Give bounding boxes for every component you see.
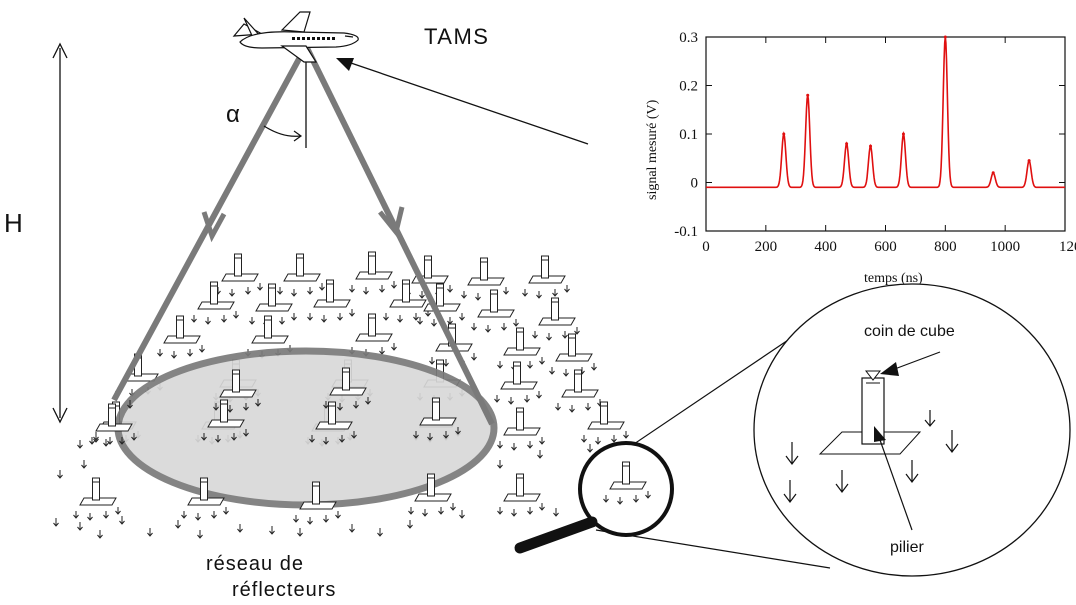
beam-footprint — [114, 347, 498, 509]
signal-peak-5 — [901, 132, 905, 136]
zoom-connector-lines — [595, 331, 831, 569]
magnifier-icon — [514, 441, 674, 554]
airplane-icon — [232, 11, 359, 63]
array-label-line2: réflecteurs — [232, 579, 336, 601]
y-tick-label: 0.3 — [679, 30, 698, 46]
angle-label: α — [226, 101, 240, 128]
x-tick-label: 600 — [874, 239, 897, 255]
signal-peak-4 — [869, 144, 873, 148]
x-tick-label: 1000 — [990, 239, 1020, 255]
height-label: H — [4, 208, 23, 238]
corner-cube-icon — [864, 370, 882, 381]
y-tick-label: -0.1 — [674, 224, 698, 240]
x-tick-label: 800 — [934, 239, 957, 255]
pillar-label: pilier — [890, 539, 924, 556]
pillar-pointer — [874, 426, 913, 531]
signal-peak-6 — [943, 35, 947, 39]
plot-pointer-arrow — [336, 58, 589, 145]
signal-peak-2 — [806, 93, 810, 97]
y-tick-label: 0.1 — [679, 127, 698, 143]
y-axis-label: signal mesuré (V) — [645, 99, 660, 200]
y-tick-label: 0 — [691, 176, 699, 192]
x-tick-label: 200 — [755, 239, 778, 255]
signal-peak-7 — [991, 171, 995, 175]
y-tick-label: 0.2 — [679, 79, 698, 95]
cube-label: coin de cube — [864, 323, 955, 340]
x-tick-label: 120 — [1059, 239, 1076, 255]
x-tick-label: 0 — [702, 239, 710, 255]
cube-pointer — [880, 351, 941, 376]
signal-series-line — [706, 36, 1065, 189]
height-arrow — [52, 42, 68, 424]
aircraft-label: TAMS — [424, 24, 489, 49]
signal-plot: 02004006008001000120 -0.100.10.20.3 temp… — [645, 30, 1076, 286]
zoom-detail — [753, 283, 1071, 577]
nadir-angle — [263, 46, 307, 148]
signal-peak-3 — [845, 142, 849, 146]
plot-frame — [705, 36, 1066, 232]
signal-peak-1 — [782, 132, 786, 136]
x-tick-label: 400 — [814, 239, 837, 255]
array-label-line1: réseau de — [206, 553, 304, 575]
x-axis-label: temps (ns) — [864, 271, 923, 286]
signal-peak-8 — [1027, 159, 1031, 163]
radar-beam — [111, 44, 495, 426]
